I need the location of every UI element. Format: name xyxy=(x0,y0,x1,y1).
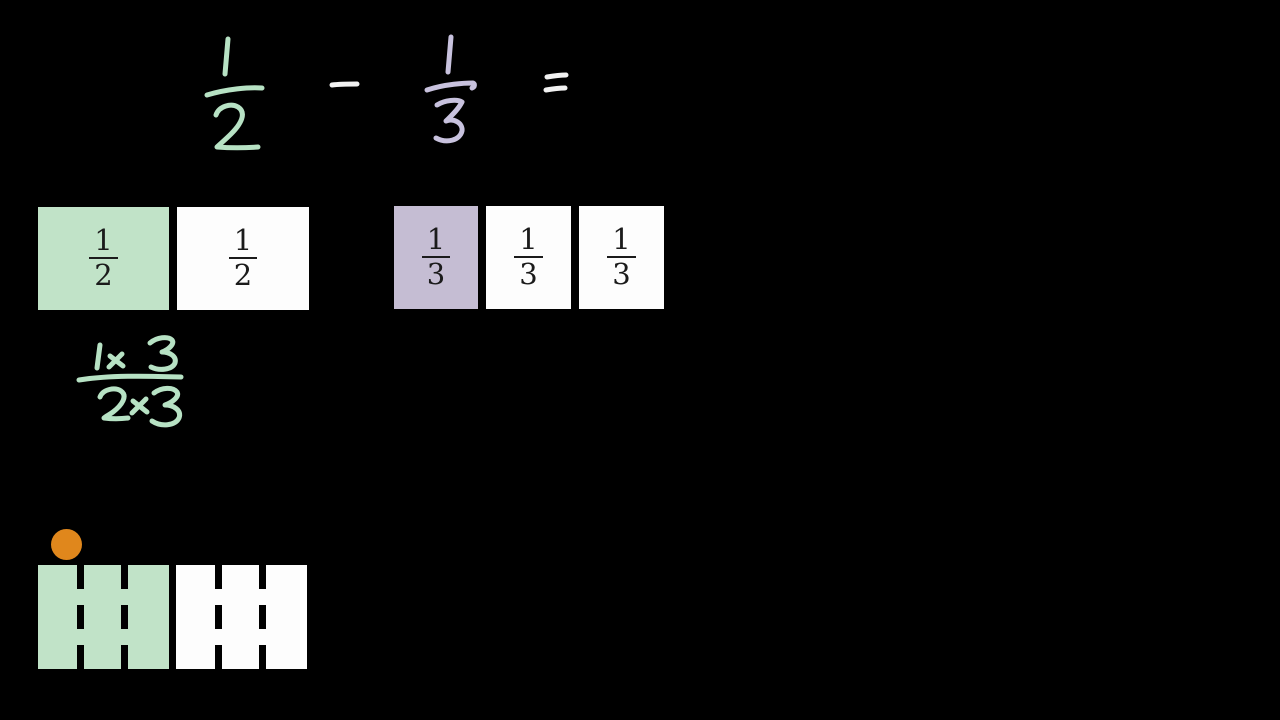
handwritten-ink-layer xyxy=(76,34,569,428)
sixths-bar-left-half-shaded xyxy=(38,565,169,669)
fraction-bar-stroke xyxy=(424,80,477,93)
fraction-denominator: 3 xyxy=(519,257,538,291)
fraction-denominator: 2 xyxy=(94,258,113,292)
digit-3-stroke xyxy=(147,335,178,372)
fraction-numerator: 1 xyxy=(228,224,258,259)
handwritten-equals-sign xyxy=(543,72,569,93)
handwritten-minus-sign xyxy=(329,81,360,88)
handwritten-fraction-one-half xyxy=(204,36,265,151)
fraction-denominator: 3 xyxy=(426,257,446,291)
times-stroke xyxy=(129,396,150,416)
thirds-bar-cell: 1 3 xyxy=(579,206,664,309)
digit-1-stroke xyxy=(445,34,454,75)
handwritten-work-fraction xyxy=(76,335,184,428)
digit-1-stroke xyxy=(94,342,103,371)
fraction-denominator: 2 xyxy=(233,258,253,292)
minus-stroke xyxy=(329,81,360,88)
dashed-divider xyxy=(121,565,128,669)
fraction-numerator: 1 xyxy=(89,224,118,259)
dashed-divider xyxy=(77,565,84,669)
fraction-label: 1 3 xyxy=(607,223,636,291)
halves-bar-cell-shaded: 1 2 xyxy=(38,207,169,310)
fraction-bar-stroke xyxy=(204,85,265,98)
digit-3-stroke xyxy=(149,385,183,428)
equals-bottom-stroke xyxy=(543,85,568,93)
fraction-label: 1 3 xyxy=(514,223,543,291)
fraction-numerator: 1 xyxy=(607,223,636,258)
fraction-label: 1 3 xyxy=(421,223,451,291)
fraction-numerator: 1 xyxy=(421,223,451,258)
handwritten-fraction-one-third xyxy=(424,34,477,144)
equals-top-stroke xyxy=(544,72,569,80)
fraction-label: 1 2 xyxy=(89,224,118,292)
fraction-bar-stroke xyxy=(76,373,184,383)
halves-bar-cell: 1 2 xyxy=(177,207,309,310)
digit-3-stroke xyxy=(433,97,465,144)
thirds-bar-cell: 1 3 xyxy=(486,206,571,309)
dashed-divider xyxy=(215,565,222,669)
fraction-label: 1 2 xyxy=(228,224,258,292)
sixths-bar-right-half xyxy=(176,565,307,669)
fraction-numerator: 1 xyxy=(514,223,543,258)
digit-1-stroke xyxy=(222,36,231,77)
digit-2-stroke xyxy=(213,102,261,151)
dashed-divider xyxy=(259,565,266,669)
thirds-bar-cell-shaded: 1 3 xyxy=(394,206,478,309)
fraction-denominator: 3 xyxy=(612,257,631,291)
marker-dot xyxy=(51,529,82,560)
times-stroke xyxy=(106,351,126,370)
digit-2-stroke xyxy=(97,386,131,422)
